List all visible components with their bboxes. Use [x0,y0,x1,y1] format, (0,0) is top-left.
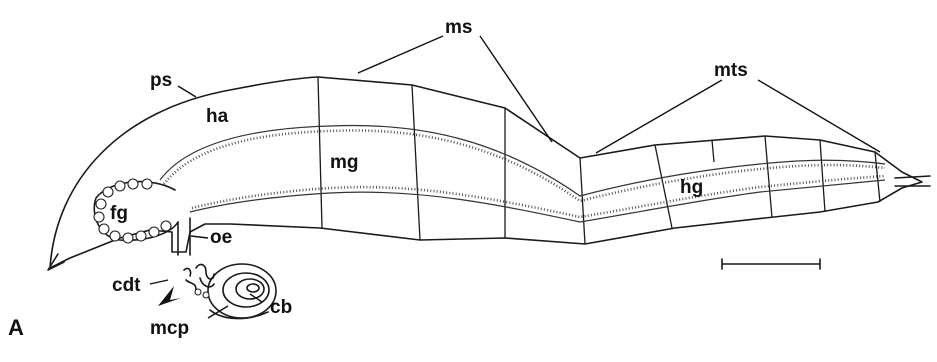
label-fg: fg [110,203,128,224]
body-outline [50,77,922,268]
label-mts: mts [714,60,748,81]
label-ms: ms [445,17,472,38]
label-mg: mg [330,152,359,173]
label-ha: ha [206,106,229,127]
label-mcp: mcp [150,318,189,339]
oesophagus [178,218,190,255]
label-hg: hg [680,177,703,198]
label-oe: oe [210,227,232,248]
mcp-arrow [158,286,181,306]
label-cb: cb [270,297,292,318]
gut-lower-wall [190,176,885,222]
coiled-body-structure [208,264,276,319]
panel-letter: A [8,315,24,340]
label-cdt: cdt [112,275,141,296]
label-ps: ps [150,70,172,91]
scale-bar [722,259,820,269]
